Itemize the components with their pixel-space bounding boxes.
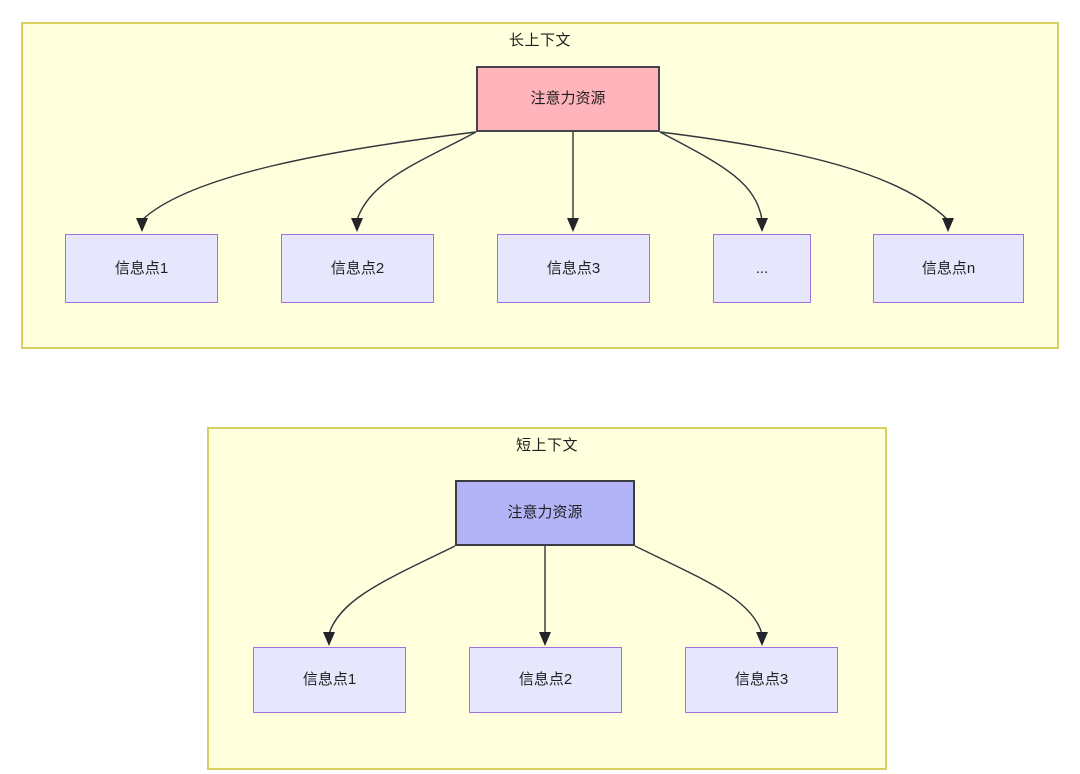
node-label: 信息点2 [518,671,573,688]
node-label: 信息点n [921,259,976,277]
panel-short-context: 短上下文 [207,427,887,770]
node-info-point-ellipsis-long[interactable]: ... [713,234,811,303]
node-label: 信息点3 [546,259,601,277]
node-attention-resource-long[interactable]: 注意力资源 [476,66,660,132]
node-info-point-1-long[interactable]: 信息点1 [65,234,218,303]
node-info-point-3-long[interactable]: 信息点3 [497,234,650,303]
panel-long-context-title: 长上下文 [508,32,571,49]
node-label: 注意力资源 [530,90,606,107]
node-attention-resource-short[interactable]: 注意力资源 [455,480,635,546]
panel-short-context-title: 短上下文 [515,437,578,454]
node-info-point-2-long[interactable]: 信息点2 [281,234,434,303]
node-info-point-3-short[interactable]: 信息点3 [685,647,838,713]
node-label: 注意力资源 [507,504,583,521]
node-info-point-n-long[interactable]: 信息点n [873,234,1024,303]
node-label: ... [755,259,769,277]
node-info-point-1-short[interactable]: 信息点1 [253,647,406,713]
node-label: 信息点1 [114,259,169,277]
node-label: 信息点1 [302,671,357,688]
node-label: 信息点2 [330,259,385,277]
node-label: 信息点3 [734,671,789,688]
node-info-point-2-short[interactable]: 信息点2 [469,647,622,713]
